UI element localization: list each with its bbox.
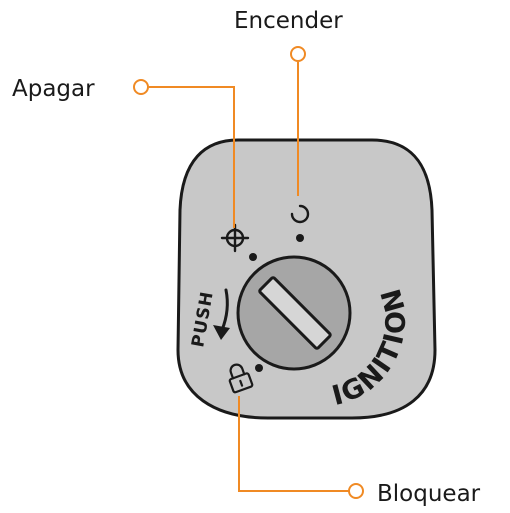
callout-line-encender: [290, 46, 306, 196]
callout-line-apagar: [133, 79, 235, 228]
crosshair-off-icon: [220, 223, 250, 253]
position-dot-on: [296, 234, 304, 242]
position-dot-off: [249, 253, 257, 261]
padlock-icon: [228, 363, 254, 394]
apagar-label: Apagar: [12, 76, 95, 102]
arc-on-icon: [290, 204, 310, 224]
callout-line-bloquear: [238, 396, 364, 499]
encender-label: Encender: [234, 8, 343, 34]
key-slot: [258, 276, 332, 350]
curved-arrow-icon: [213, 288, 230, 340]
position-dot-lock: [255, 364, 263, 372]
bloquear-label: Bloquear: [377, 481, 481, 507]
